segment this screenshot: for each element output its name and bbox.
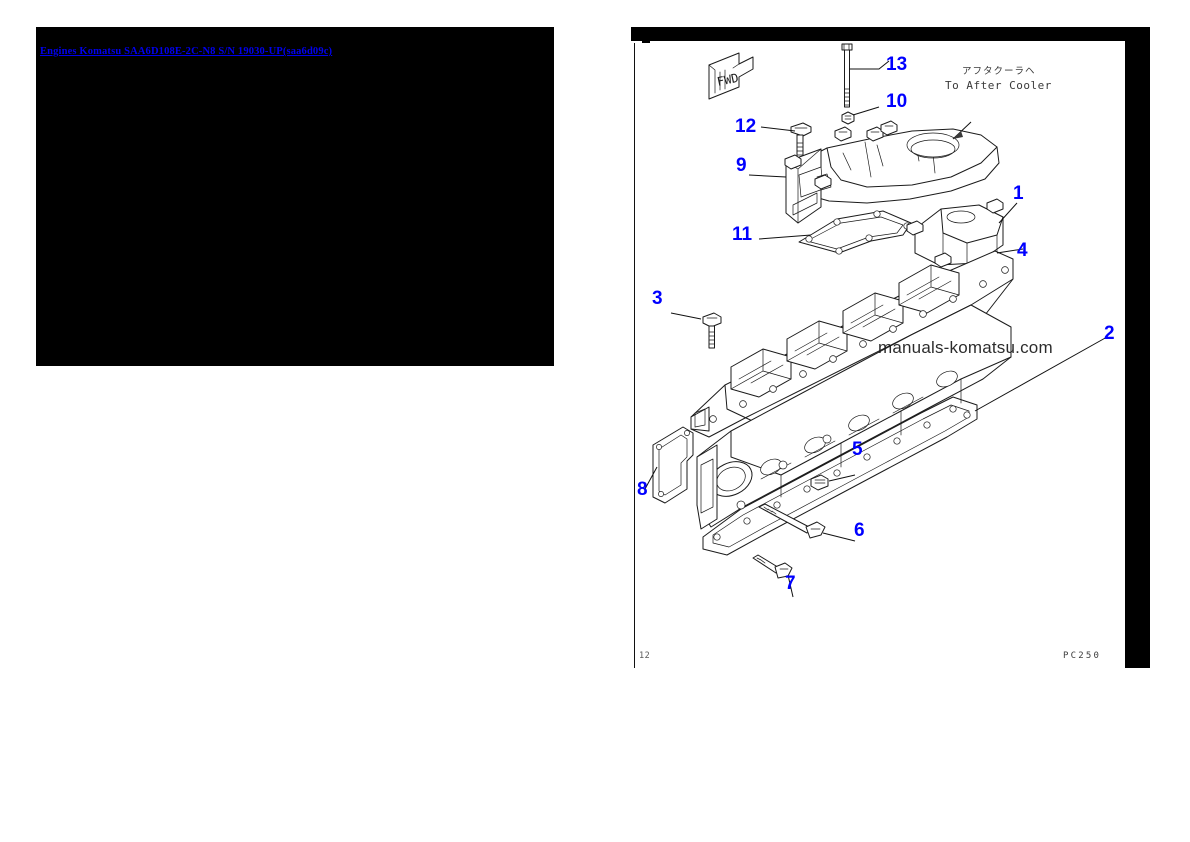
diagram-sheet-code: PC250 bbox=[1063, 651, 1102, 661]
callout-6: 6 bbox=[854, 520, 865, 541]
part-1-connector bbox=[906, 198, 1004, 268]
callout-9: 9 bbox=[736, 155, 747, 176]
callout-2: 2 bbox=[1104, 323, 1115, 344]
callout-12: 12 bbox=[735, 116, 757, 137]
diagram-frame-top-bar bbox=[631, 27, 1150, 41]
part-8-cover-plate bbox=[652, 426, 694, 504]
part-6-long-bolt bbox=[758, 503, 826, 539]
document-title-link[interactable]: Engines Komatsu SAA6D108E-2C-N8 S/N 1903… bbox=[40, 46, 333, 57]
callout-4: 4 bbox=[1017, 240, 1028, 261]
part-4-intake-manifold bbox=[690, 250, 1014, 438]
annotation-to-after-cooler-en: To After Cooler bbox=[945, 79, 1052, 92]
callout-5: 5 bbox=[852, 439, 863, 460]
part-11-gasket-upper bbox=[798, 210, 912, 255]
part-2-gasket-lower bbox=[702, 396, 978, 556]
part-9-air-connector bbox=[784, 120, 1000, 224]
diagram-frame-right-bar bbox=[1125, 27, 1150, 668]
diagram-page-number: 12 bbox=[639, 651, 651, 661]
callout-8: 8 bbox=[637, 479, 648, 500]
part-12-bolt bbox=[790, 122, 812, 162]
annotation-to-after-cooler-jp: アフタクーラヘ bbox=[962, 66, 1036, 77]
part-13-long-bolt bbox=[841, 43, 853, 108]
callout-1: 1 bbox=[1013, 183, 1024, 204]
part-lower-manifold-body bbox=[696, 304, 1012, 530]
callout-11: 11 bbox=[732, 224, 753, 245]
callout-13: 13 bbox=[886, 54, 908, 75]
part-7-short-bolt bbox=[752, 554, 793, 579]
part-3-bolt bbox=[702, 312, 722, 349]
fwd-direction-marker: FWD bbox=[708, 52, 754, 100]
parts-illustration: .ln { fill:none; stroke:#1b1b1b; stroke-… bbox=[644, 43, 1108, 598]
diagram-frame-left-rule bbox=[634, 43, 636, 668]
callout-7: 7 bbox=[785, 573, 796, 594]
callout-3: 3 bbox=[652, 288, 663, 309]
part-10-nut bbox=[841, 111, 855, 125]
diagram-frame-tick bbox=[642, 41, 650, 43]
parts-diagram-panel: .ln { fill:none; stroke:#1b1b1b; stroke-… bbox=[631, 27, 1150, 668]
callout-10: 10 bbox=[886, 91, 908, 112]
part-5-bolt bbox=[810, 474, 829, 491]
thumbnail-panel bbox=[36, 27, 554, 366]
callout-leader-lines bbox=[644, 60, 1108, 598]
svg-text:FWD: FWD bbox=[716, 71, 740, 89]
